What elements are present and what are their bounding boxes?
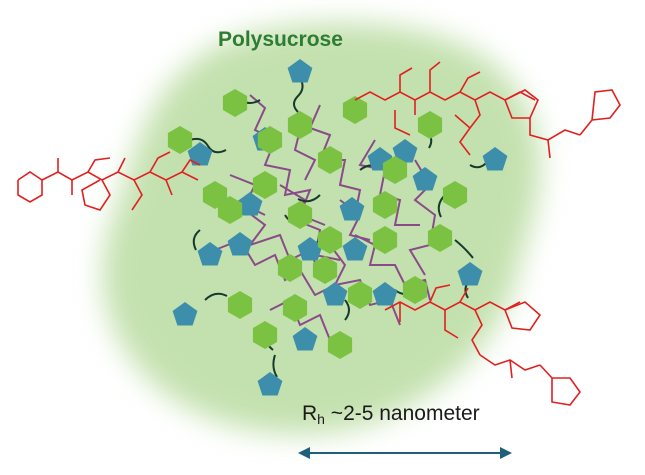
- pentagon-unit: [172, 302, 198, 326]
- size-arrow: [298, 447, 512, 459]
- hexagon-unit: [317, 146, 343, 174]
- pentagon-unit: [287, 59, 313, 83]
- hexagon-unit: [427, 224, 453, 252]
- pentagon-unit: [342, 237, 368, 261]
- pentagon-unit: [292, 327, 318, 351]
- drug-molecule-bottom-right: [384, 284, 581, 406]
- hexagon-unit: [277, 254, 303, 282]
- hexagon-unit: [222, 89, 248, 117]
- hexagon-unit: [252, 171, 278, 199]
- hexagon-unit: [257, 126, 283, 154]
- pentagon-unit: [482, 147, 508, 171]
- drug-molecule-left: [17, 151, 201, 211]
- hexagon-unit: [227, 291, 253, 319]
- pentagon-unit: [237, 192, 263, 216]
- hexagon-unit: [347, 281, 373, 309]
- drug-molecule-top-right: [354, 61, 621, 159]
- hexagon-unit: [372, 226, 398, 254]
- pentagon-unit: [339, 197, 365, 221]
- glow-cloud: [103, 23, 540, 435]
- hydrodynamic-radius-label: Rh ~2-5 nanometer: [302, 402, 480, 427]
- hexagon-unit: [402, 276, 428, 304]
- hexagon-unit: [282, 294, 308, 322]
- pentagon-unit: [322, 282, 348, 306]
- hexagon-unit: [252, 321, 278, 349]
- pentagon-unit: [392, 139, 418, 163]
- hexagon-unit: [287, 201, 313, 229]
- pentagon-unit: [187, 142, 213, 166]
- hexagon-unit: [342, 96, 368, 124]
- rh-symbol: R: [302, 402, 318, 425]
- pentagon-unit: [457, 262, 483, 286]
- hexagon-unit: [312, 256, 338, 284]
- pentagon-units: [172, 59, 508, 396]
- hexagon-unit: [417, 111, 443, 139]
- diagram-title: Polysucrose: [218, 28, 343, 51]
- hexagon-unit: [167, 126, 193, 154]
- hexagon-unit: [442, 181, 468, 209]
- hexagon-units: [167, 89, 468, 359]
- rh-value: ~2-5 nanometer: [324, 402, 480, 425]
- hexagon-unit: [327, 331, 353, 359]
- hexagon-unit: [382, 156, 408, 184]
- pentagon-unit: [412, 167, 438, 191]
- pentagon-unit: [197, 242, 223, 266]
- hexagon-unit: [317, 226, 343, 254]
- hexagon-unit: [287, 111, 313, 139]
- pentagon-unit: [297, 237, 323, 261]
- pentagon-unit: [257, 372, 283, 396]
- pentagon-unit: [372, 282, 398, 306]
- pentagon-unit: [227, 232, 253, 256]
- hexagon-unit: [372, 191, 398, 219]
- rh-subscript: h: [317, 411, 325, 427]
- hexagon-unit: [217, 196, 243, 224]
